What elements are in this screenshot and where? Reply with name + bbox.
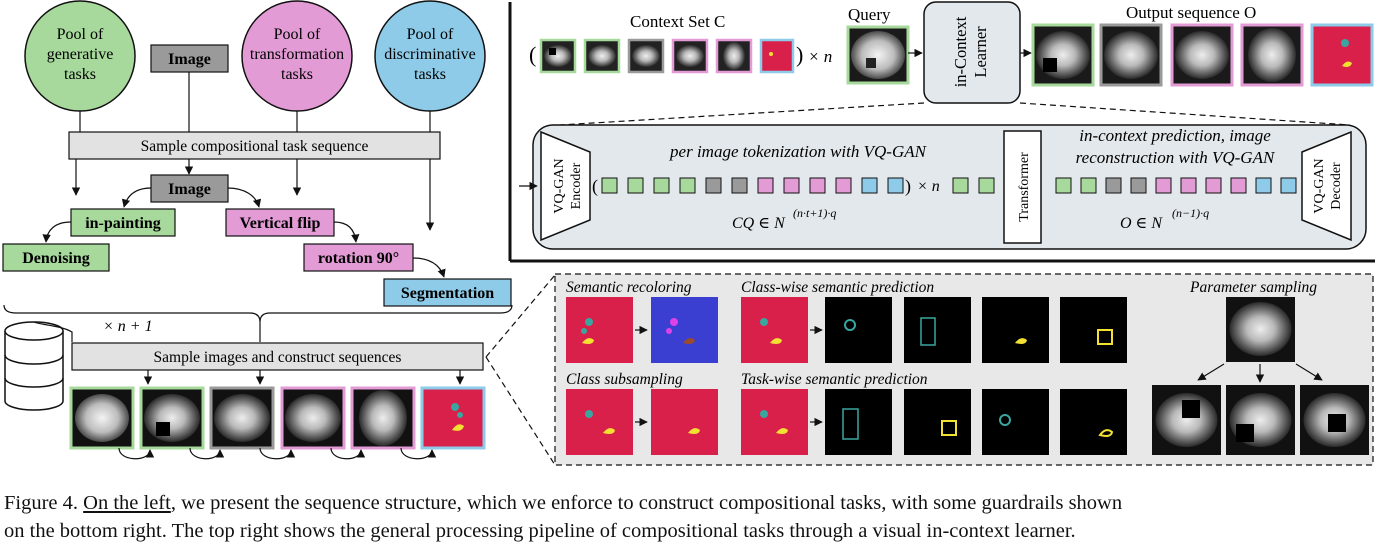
svg-text:tasks: tasks <box>281 66 313 83</box>
encoder-label-1: VQ-GAN <box>552 158 567 213</box>
denoising-label: Denoising <box>22 250 90 267</box>
image-box-top-label: Image <box>168 51 211 68</box>
inpainting-label: in-painting <box>85 215 161 232</box>
seq-image-seg <box>420 386 486 450</box>
pool-transformation: Pool of transformation tasks <box>241 0 353 112</box>
svg-text:tasks: tasks <box>64 66 96 83</box>
image-box-top <box>150 44 229 73</box>
token-row-query <box>952 177 995 194</box>
token-row-output <box>1055 177 1297 194</box>
sample-images-label: Sample images and construct sequences <box>154 349 402 366</box>
decoder-shape <box>1301 130 1352 242</box>
svg-text:discriminative: discriminative <box>384 46 476 63</box>
transformer-box <box>1003 130 1042 244</box>
tokenization-label: per image tokenization with VQ-GAN <box>669 142 928 161</box>
svg-text:generative: generative <box>47 46 114 63</box>
o-exponent: (n−1)·q <box>1172 206 1209 220</box>
parameter-samples <box>1152 385 1369 455</box>
figure-caption: Figure 4. On the left, we present the se… <box>4 492 1123 542</box>
inpainting-task <box>70 208 176 237</box>
context-times-n: × n <box>808 47 832 66</box>
cq-exponent: (n·t+1)·q <box>793 206 836 220</box>
taskwise-label: Task-wise semantic prediction <box>741 371 928 388</box>
semantic-recoloring-label: Semantic recoloring <box>566 279 692 296</box>
rotation-task <box>303 243 414 272</box>
denoising-task <box>2 243 110 272</box>
sample-task-sequence-box <box>68 131 441 160</box>
database-icon <box>4 321 64 411</box>
transformer-label: Transformer <box>1017 152 1032 222</box>
svg-text:transformation: transformation <box>250 46 344 63</box>
svg-text:): ) <box>796 42 803 67</box>
learner-label-1: in-Context <box>951 16 970 87</box>
top-right-panel: Context Set C ( ) × n Query in-Context <box>508 1 1375 263</box>
tokens-times-n: × n <box>917 178 940 195</box>
cq-formula: CQ ∈ N <box>732 215 786 232</box>
pool-discriminative: Pool of discriminative tasks <box>374 0 486 112</box>
sample-images-box <box>71 342 484 371</box>
rotation-label: rotation 90° <box>318 250 399 267</box>
learner-label-2: Learner <box>971 26 990 78</box>
svg-text:): ) <box>905 176 911 197</box>
group-brace <box>3 304 513 323</box>
token-row-input <box>601 177 904 194</box>
class-subsampling-label: Class subsampling <box>566 371 683 388</box>
o-formula: O ∈ N <box>1120 215 1163 232</box>
paren-open: ( <box>529 42 536 67</box>
svg-text:(: ( <box>592 176 598 197</box>
output-thumbnails <box>1031 23 1374 87</box>
pool-generative: Pool of generative tasks <box>24 0 136 112</box>
image-box-mid-label: Image <box>168 181 211 198</box>
svg-text:Pool of: Pool of <box>407 26 454 43</box>
decoder-label-1: VQ-GAN <box>1312 158 1327 213</box>
query-label: Query <box>848 5 891 24</box>
left-sequence-images <box>69 386 486 450</box>
sample-task-sequence-label: Sample compositional task sequence <box>141 138 369 155</box>
svg-text:Pool of: Pool of <box>57 26 104 43</box>
sequence-loops <box>118 447 437 460</box>
parameter-sampling-label: Parameter sampling <box>1189 279 1317 296</box>
context-thumbnails <box>539 38 795 74</box>
prediction-label-1: in-context prediction, image <box>1079 126 1271 145</box>
segmentation-task <box>383 278 512 307</box>
output-sequence-label: Output sequence O <box>1126 3 1256 22</box>
vertical-flip-label: Vertical flip <box>240 215 321 232</box>
svg-text:tasks: tasks <box>414 66 446 83</box>
decoder-label-2: Decoder <box>1329 162 1344 210</box>
encoder-label-2: Encoder <box>569 162 584 209</box>
bottom-right-panel: Semantic recoloring Class-wise semantic … <box>485 273 1374 466</box>
segmentation-label: Segmentation <box>401 285 494 302</box>
prediction-label-2: reconstruction with VQ-GAN <box>1076 148 1276 167</box>
svg-text:Pool of: Pool of <box>274 26 321 43</box>
repeat-label: × n + 1 <box>103 318 153 335</box>
encoder-shape <box>540 130 591 242</box>
classwise-label: Class-wise semantic prediction <box>741 279 934 296</box>
left-panel: Pool of generative tasks Pool of transfo… <box>2 0 513 460</box>
context-set-label: Context Set C <box>630 12 725 31</box>
